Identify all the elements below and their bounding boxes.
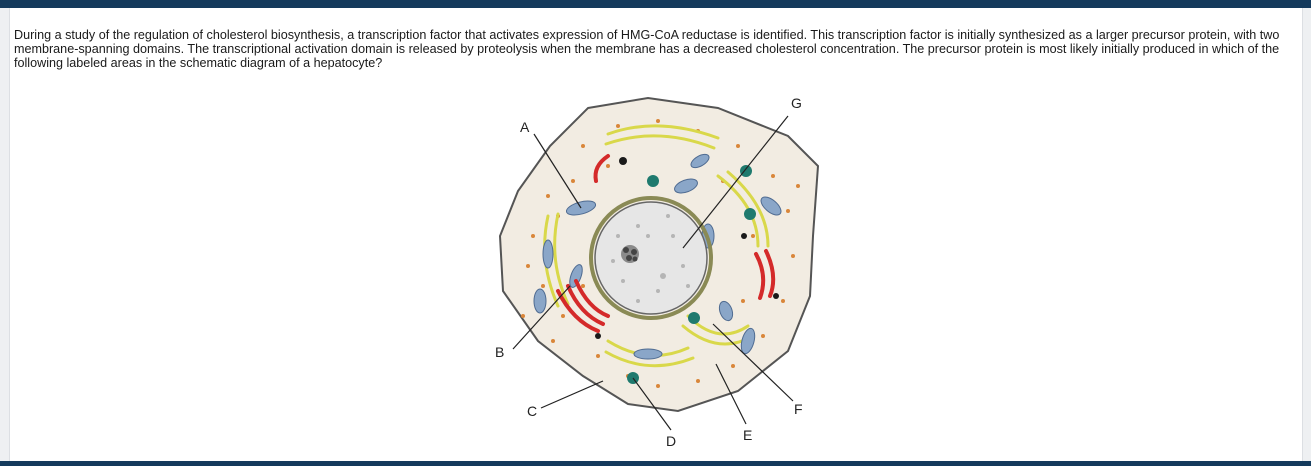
mitochondria [533,153,782,360]
nucleus [589,196,713,320]
label-e: E [743,427,752,443]
label-f: F [794,401,803,417]
question-stem: During a study of the regulation of chol… [14,28,1280,70]
leader-lines [512,115,794,431]
nucleolus [621,245,639,263]
label-d: D [666,433,676,449]
golgi-apparatus [556,154,776,333]
top-header-bar [0,0,1311,8]
label-a: A [520,119,530,135]
label-g: G [791,95,802,111]
hepatocyte-diagram: A B C D E F G [488,86,826,456]
label-c: C [527,403,537,419]
left-frame-edge [0,8,10,461]
right-frame-edge [1302,8,1311,461]
cytoplasm-contents [521,119,800,388]
bottom-bar [0,461,1311,466]
hepatocyte-illustration: A B C D E F G [495,95,820,449]
lipid-droplets [595,157,779,339]
label-b: B [495,344,504,360]
